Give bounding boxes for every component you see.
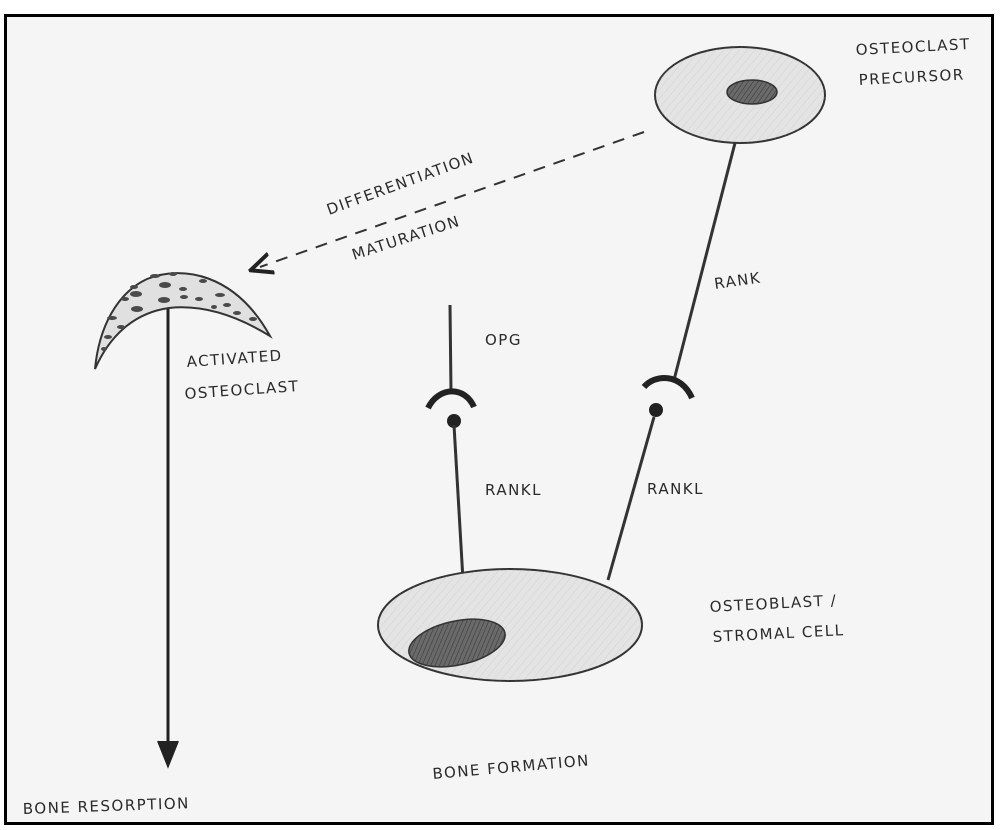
label-rank: RANK xyxy=(713,269,762,293)
label-rankl-left: RANKL xyxy=(485,481,542,499)
diagram-frame: OSTEOCLAST PRECURSOR DIFFERENTIATION MAT… xyxy=(4,14,994,825)
diagram-canvas: OSTEOCLAST PRECURSOR DIFFERENTIATION MAT… xyxy=(7,17,994,825)
label-osteoclast-precursor-1: OSTEOCLAST xyxy=(855,35,971,59)
label-stromal-cell: STROMAL CELL xyxy=(712,621,845,646)
label-maturation: MATURATION xyxy=(350,212,463,264)
label-rankl-right: RANKL xyxy=(647,480,704,498)
label-osteoclast: OSTEOCLAST xyxy=(184,377,300,403)
opg-receptor xyxy=(428,391,474,408)
precursor-nucleus xyxy=(727,80,777,104)
osteoclast-precursor-cell xyxy=(655,47,825,143)
rankl-right-ball xyxy=(649,403,663,417)
label-osteoclast-precursor-2: PRECURSOR xyxy=(858,65,965,89)
resorption-arrowhead xyxy=(158,741,178,766)
rankl-left-stem xyxy=(454,425,463,580)
rankl-right-stem xyxy=(608,417,654,580)
opg-stem xyxy=(450,305,451,392)
label-activated: ACTIVATED xyxy=(186,346,283,371)
rank-stem xyxy=(674,143,735,380)
osteoblast-cell xyxy=(378,569,642,681)
label-opg: OPG xyxy=(485,331,522,349)
label-bone-formation: BONE FORMATION xyxy=(432,751,591,783)
label-osteoblast: OSTEOBLAST / xyxy=(709,591,837,616)
label-differentiation: DIFFERENTIATION xyxy=(324,149,476,219)
rank-receptor xyxy=(644,378,692,398)
differentiation-arrow xyxy=(260,132,644,267)
label-bone-resorption: BONE RESORPTION xyxy=(23,794,191,818)
